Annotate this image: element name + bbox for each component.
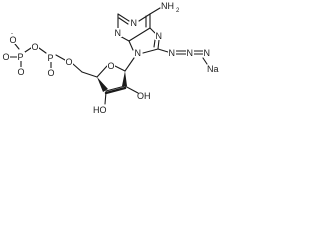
bond-c4-c5prime — [81, 71, 98, 78]
bond-c6-n1 — [138, 13, 151, 22]
bond-c8-n7-double — [153, 39, 156, 48]
svg-text:N: N — [135, 48, 142, 58]
svg-text:O: O — [32, 42, 39, 52]
svg-text:O: O — [108, 61, 115, 71]
label-n9: N — [134, 48, 142, 58]
bond-n1-c2 — [117, 13, 130, 22]
svg-text:P: P — [48, 53, 54, 63]
label-p2: P — [47, 53, 55, 63]
svg-text:N: N — [187, 48, 194, 58]
bond-p1-otop — [14, 43, 20, 50]
bond-c4-c5 — [128, 27, 151, 42]
svg-text:N: N — [204, 48, 211, 58]
label-o-top: O — [9, 35, 17, 45]
bond-o-p2 — [55, 54, 66, 61]
label-o-ester: O — [65, 57, 73, 67]
label-n1: N — [130, 18, 138, 28]
svg-text:N: N — [131, 18, 138, 28]
label-o-charge: - — [11, 31, 13, 37]
bond-c1-n9 — [124, 57, 135, 72]
bond-c2-oh — [124, 85, 139, 94]
label-azide-n2: N — [186, 48, 194, 58]
svg-text:N: N — [115, 28, 122, 38]
label-o-ring: O — [107, 61, 115, 71]
svg-text:2: 2 — [176, 8, 180, 14]
bond-c4-o4 — [96, 65, 108, 78]
structure-diagram: N N N N NH 2 N N N Na O OH HO O P — [2, 1, 219, 115]
bond-azide-na — [202, 57, 208, 65]
bond-c6-nh2 — [149, 7, 161, 15]
wedge-c4-c3 — [97, 77, 108, 92]
label-n3: N — [114, 28, 122, 38]
svg-text:O: O — [66, 57, 73, 67]
svg-text:N: N — [169, 48, 176, 58]
label-azide-n3: N — [203, 48, 211, 58]
label-n7: N — [155, 31, 163, 41]
bond-c8-nazide — [157, 48, 169, 53]
svg-text:P: P — [18, 52, 24, 62]
bond-c5prime-o — [72, 63, 83, 73]
label-o-p2-bottom: O — [47, 68, 55, 78]
svg-text:O: O — [18, 67, 25, 77]
svg-text:NH: NH — [161, 1, 174, 11]
label-nh2: NH 2 — [161, 1, 180, 14]
label-p1: P — [17, 52, 25, 62]
bond-p2-obridge — [38, 47, 47, 54]
bond-c2-c3 — [105, 85, 126, 92]
svg-text:O: O — [10, 35, 17, 45]
bond-o4-c1 — [114, 65, 126, 72]
bond-n1-c2-double — [118, 17, 129, 25]
svg-text:O: O — [48, 68, 55, 78]
bond-n9-c8 — [142, 48, 159, 54]
bond-c2-c3-bold — [104, 86, 127, 95]
svg-text:N: N — [156, 31, 163, 41]
label-ho-left: HO — [93, 105, 107, 115]
label-o-p1-bottom: O — [17, 67, 25, 77]
svg-text:O: O — [3, 52, 10, 62]
bond-n7-c5 — [149, 27, 156, 34]
wedge-c1-c2 — [122, 71, 127, 86]
bond-c4-n9 — [128, 40, 134, 51]
label-o-left: O — [2, 52, 10, 62]
bond-c8-n7 — [157, 39, 160, 50]
label-o-bridge: O — [31, 42, 39, 52]
bond-obridge-p1 — [24, 47, 32, 53]
label-oh-right: OH — [137, 91, 151, 101]
bond-c3-oh — [104, 91, 107, 105]
label-azide-n1: N — [168, 48, 176, 58]
label-na: Na — [207, 64, 219, 74]
